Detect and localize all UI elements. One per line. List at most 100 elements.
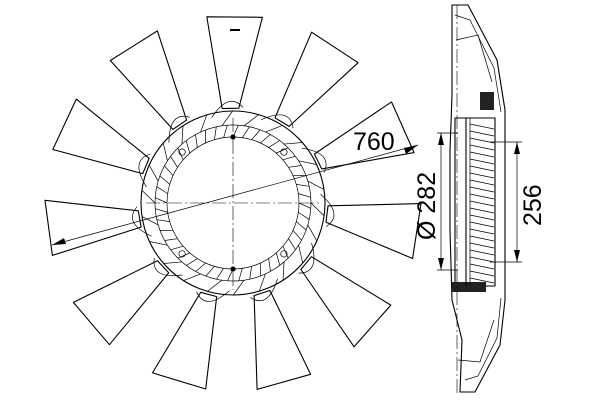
side-blade-outline (449, 4, 506, 393)
side-rib (469, 221, 495, 228)
side-hub-base (452, 282, 486, 292)
hub-vane (258, 273, 266, 292)
hub-vane (221, 110, 233, 127)
hub-rib (298, 212, 310, 220)
fan-blade (253, 289, 312, 390)
hub-rib (155, 197, 168, 204)
hub-vane (141, 189, 156, 204)
side-rib (469, 151, 495, 158)
hub-rib (249, 266, 252, 280)
blade-root-curve (320, 193, 335, 227)
fan-blade (325, 203, 422, 260)
blade-root-curve (298, 242, 315, 274)
hub-rib (251, 129, 261, 140)
hub-vane (233, 279, 245, 296)
hub-rib (298, 202, 311, 209)
hub-diameter-label: Ø 282 (413, 172, 441, 240)
hub-rib (275, 252, 281, 266)
side-rib (469, 144, 495, 151)
hub-rib (195, 262, 206, 272)
hub-rib (164, 165, 174, 176)
side-rib (469, 158, 495, 165)
hub-rib (223, 125, 228, 138)
hub-rib (298, 193, 311, 198)
hub-vane (163, 261, 182, 264)
bolt-hole (280, 250, 288, 258)
hub-rib (292, 230, 302, 241)
side-rib (469, 207, 495, 214)
fan-blade (300, 256, 392, 348)
side-rib (469, 270, 495, 277)
blade-root-curve (261, 114, 294, 129)
blade-root-curve (168, 115, 190, 143)
side-rib (469, 242, 495, 249)
arrowhead-bottom (514, 250, 520, 262)
hub-vane (148, 164, 159, 182)
centerlines (146, 118, 320, 290)
hub-vane (181, 125, 184, 145)
fan-blade (52, 98, 150, 175)
hub-vane (162, 142, 168, 161)
side-rib (469, 179, 495, 186)
hub-rib (282, 155, 296, 161)
bolt-hole (280, 148, 288, 156)
bolt-hole (178, 250, 186, 258)
blade-root-curve (196, 290, 230, 302)
hub-rib (296, 184, 310, 187)
side-rib (469, 165, 495, 172)
bolt-height-label: 256 (519, 184, 547, 226)
side-blade-contour-1 (455, 34, 493, 83)
side-rib (469, 214, 495, 221)
hub-diameter-dimension: Ø 282 (413, 132, 458, 271)
bolt-height-dimension: 256 (490, 141, 547, 263)
hub-rib (164, 238, 178, 241)
hub-rib (238, 268, 243, 281)
hub-rib (260, 134, 271, 144)
outer-diameter-dimension: 760 (51, 128, 419, 246)
hub-vane (141, 216, 159, 226)
blade-root-curve (211, 100, 244, 118)
hub-rib (282, 246, 289, 259)
fan-blades (44, 16, 422, 390)
hub-rib (156, 186, 168, 194)
fan-blade (44, 199, 142, 256)
blade-root-curve (138, 153, 151, 188)
hub-vane (307, 180, 325, 190)
hub-vane (183, 273, 201, 281)
side-blade-edge-bottom (464, 297, 502, 381)
fan-blade (206, 16, 263, 110)
hub-vane (298, 160, 317, 165)
side-rib (469, 123, 495, 130)
side-rib (469, 256, 495, 263)
arrowhead-top (514, 142, 520, 154)
blade-root-curve (250, 278, 278, 302)
hub-rib (288, 165, 302, 168)
hub-rib (205, 266, 215, 277)
fan-blade (313, 101, 415, 170)
side-rib (469, 186, 495, 193)
hub-ring (140, 110, 326, 296)
side-rib (469, 263, 495, 270)
hub-vane (265, 125, 283, 133)
hub-rib (177, 147, 184, 160)
arrowhead-top (438, 133, 444, 145)
side-hub-cap (480, 92, 494, 110)
dimension-line (51, 144, 419, 246)
arrowhead-right (404, 145, 418, 154)
fan-blade (274, 31, 359, 127)
hub-vane (243, 114, 259, 127)
hub-vane (310, 202, 325, 217)
hub-rib (242, 126, 250, 138)
hub-vane (149, 241, 168, 246)
hub-rib (214, 126, 217, 140)
hub-rib (268, 258, 271, 272)
side-rib (469, 277, 495, 284)
side-rib (469, 249, 495, 256)
hub-rib (268, 140, 280, 148)
hub-vane (284, 142, 303, 145)
hub-rib (170, 156, 178, 168)
side-blade-contour-2 (457, 319, 495, 363)
hub-rib (177, 252, 190, 259)
